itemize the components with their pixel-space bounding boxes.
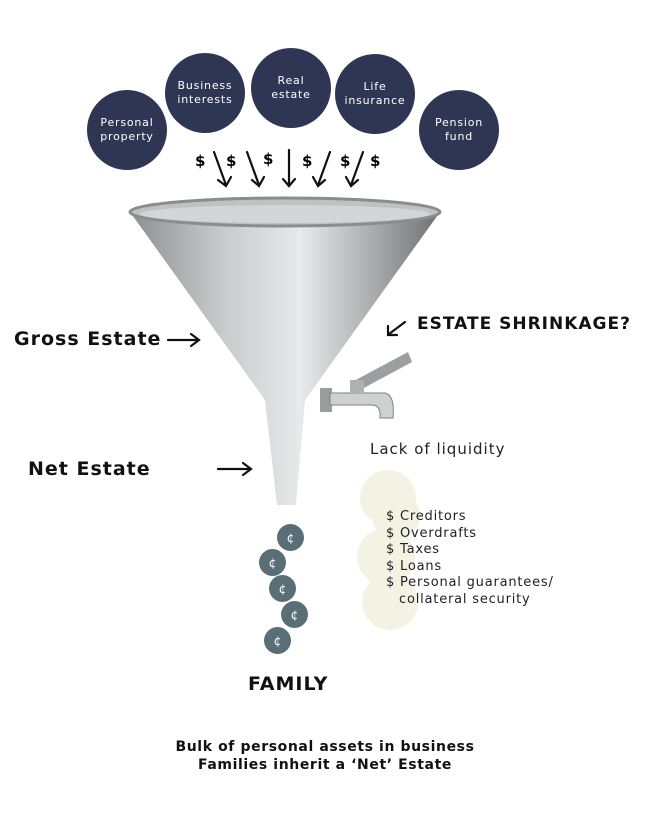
shrinkage-list: $ Creditors $ Overdrafts $ Taxes $ Loans… [386,509,554,608]
asset-label: Business interests [177,79,233,106]
list-item: collateral security [399,591,531,607]
dollar-sign: $ [302,152,313,170]
coin-symbol: ¢ [268,555,277,570]
asset-label: Real estate [271,74,311,101]
coin-symbol: ¢ [278,581,287,596]
dollar-sign: $ [340,152,351,170]
dollar-sign: $ [370,152,381,170]
family-label: FAMILY [248,673,329,695]
dollar-sign: $ [263,150,274,168]
coin-symbol: ¢ [290,607,299,622]
asset-business-interests: Business interests [165,53,245,133]
dollar-sign: $ [195,152,206,170]
footer-text: Bulk of personal assets in business Fami… [0,738,650,774]
coin-symbol: ¢ [273,633,282,648]
footer-line: Families inherit a ‘Net’ Estate [198,757,452,773]
asset-life-insurance: Life insurance [335,54,415,134]
funnel-body [130,212,440,505]
gross-estate-arrow-icon [166,332,201,348]
tap-icon [320,352,412,419]
cream-circle [362,574,418,630]
coin-symbol: ¢ [286,530,295,545]
asset-label: Pension fund [434,116,484,143]
list-item: $ Loans [386,558,442,574]
coin-icon: ¢ [277,524,304,551]
shrinkage-arrow-icon [386,320,407,337]
arrow-icons [212,148,365,188]
list-item: $ Overdrafts [386,525,477,541]
footer-line: Bulk of personal assets in business [175,739,475,755]
estate-shrinkage-label: ESTATE SHRINKAGE? [417,314,631,334]
net-estate-arrow-icon [216,461,253,477]
net-estate-label: Net Estate [28,458,151,480]
list-item: $ Taxes [386,542,440,557]
list-item: $ Creditors [386,509,467,524]
lack-of-liquidity-label: Lack of liquidity [370,440,506,458]
coin-icon: ¢ [269,575,296,602]
asset-real-estate: Real estate [251,48,331,128]
dollar-sign: $ [226,152,237,170]
coin-icon: ¢ [281,601,308,628]
asset-pension-fund: Pension fund [419,90,499,170]
asset-label: Personal property [100,116,154,143]
asset-label: Life insurance [344,80,406,107]
coin-icon: ¢ [259,549,286,576]
list-item: $ Personal guarantees/ [386,575,554,590]
coin-icon: ¢ [264,627,291,654]
asset-personal-property: Personal property [87,90,167,170]
gross-estate-label: Gross Estate [14,328,162,350]
